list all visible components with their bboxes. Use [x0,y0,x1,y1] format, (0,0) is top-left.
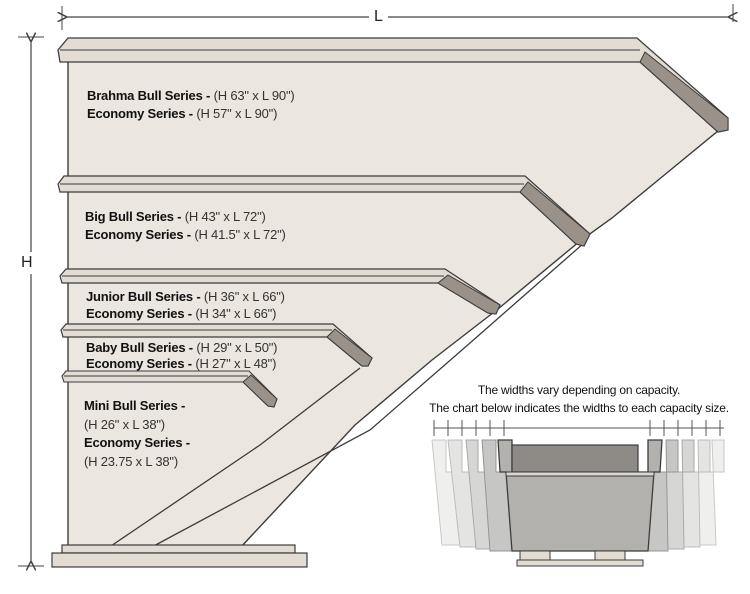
economy-label-junior-bull: Economy Series - (H 34" x L 66") [86,306,276,322]
series-label-baby-bull: Baby Bull Series - (H 29" x L 50") [86,340,277,356]
economy-name: Economy Series - [87,106,193,121]
economy-label-mini-bull: Economy Series - [84,435,190,451]
economy-dims: (H 34" x L 66") [195,306,277,321]
height-label: H [18,252,36,274]
series-dims-mini-bull: (H 26" x L 38") [84,417,165,433]
rim-mini-bull [61,370,278,408]
series-dims: (H 36" x L 66") [203,289,285,304]
series-dims: (H 26" x L 38") [84,417,165,432]
width-note-line-1: The widths vary depending on capacity. [477,383,681,397]
width-note-line-2: The chart below indicates the widths to … [429,401,729,415]
series-label-mini-bull: Mini Bull Series - [84,398,185,414]
economy-name: Economy Series - [84,435,190,450]
rim-junior-bull [59,268,501,315]
series-name: Brahma Bull Series - [87,88,211,103]
economy-label-brahma-bull: Economy Series - (H 57" x L 90") [87,106,277,122]
economy-name: Economy Series - [85,227,191,242]
length-dimension-line [62,4,733,30]
length-label: L [369,8,388,26]
series-name: Baby Bull Series - [86,340,193,355]
economy-dims: (H 27" x L 48") [195,356,277,371]
feeder-base [51,544,308,568]
series-label-brahma-bull: Brahma Bull Series - (H 63" x L 90") [87,88,295,104]
series-dims: (H 63" x L 90") [213,88,295,103]
width-cross-section-chart [431,420,725,567]
series-name: Junior Bull Series - [86,289,201,304]
height-dimension-line [18,37,44,566]
series-dims: (H 43" x L 72") [184,209,266,224]
economy-dims: (H 41.5" x L 72") [194,227,286,242]
width-ruler [433,420,724,436]
economy-name: Economy Series - [86,356,192,371]
series-name: Big Bull Series - [85,209,182,224]
series-label-junior-bull: Junior Bull Series - (H 36" x L 66") [86,289,285,305]
series-name: Mini Bull Series - [84,398,186,413]
economy-name: Economy Series - [86,306,192,321]
rim-brahma-bull [57,37,729,133]
economy-dims-mini-bull: (H 23.75 x L 38") [84,454,178,470]
economy-dims: (H 23.75 x L 38") [84,454,178,469]
economy-label-big-bull: Economy Series - (H 41.5" x L 72") [85,227,286,243]
economy-dims: (H 57" x L 90") [196,106,278,121]
economy-label-baby-bull: Economy Series - (H 27" x L 48") [86,356,276,372]
rim-big-bull [57,175,591,247]
rim-baby-bull [60,323,373,367]
series-label-big-bull: Big Bull Series - (H 43" x L 72") [85,209,266,225]
series-dims: (H 29" x L 50") [196,340,278,355]
